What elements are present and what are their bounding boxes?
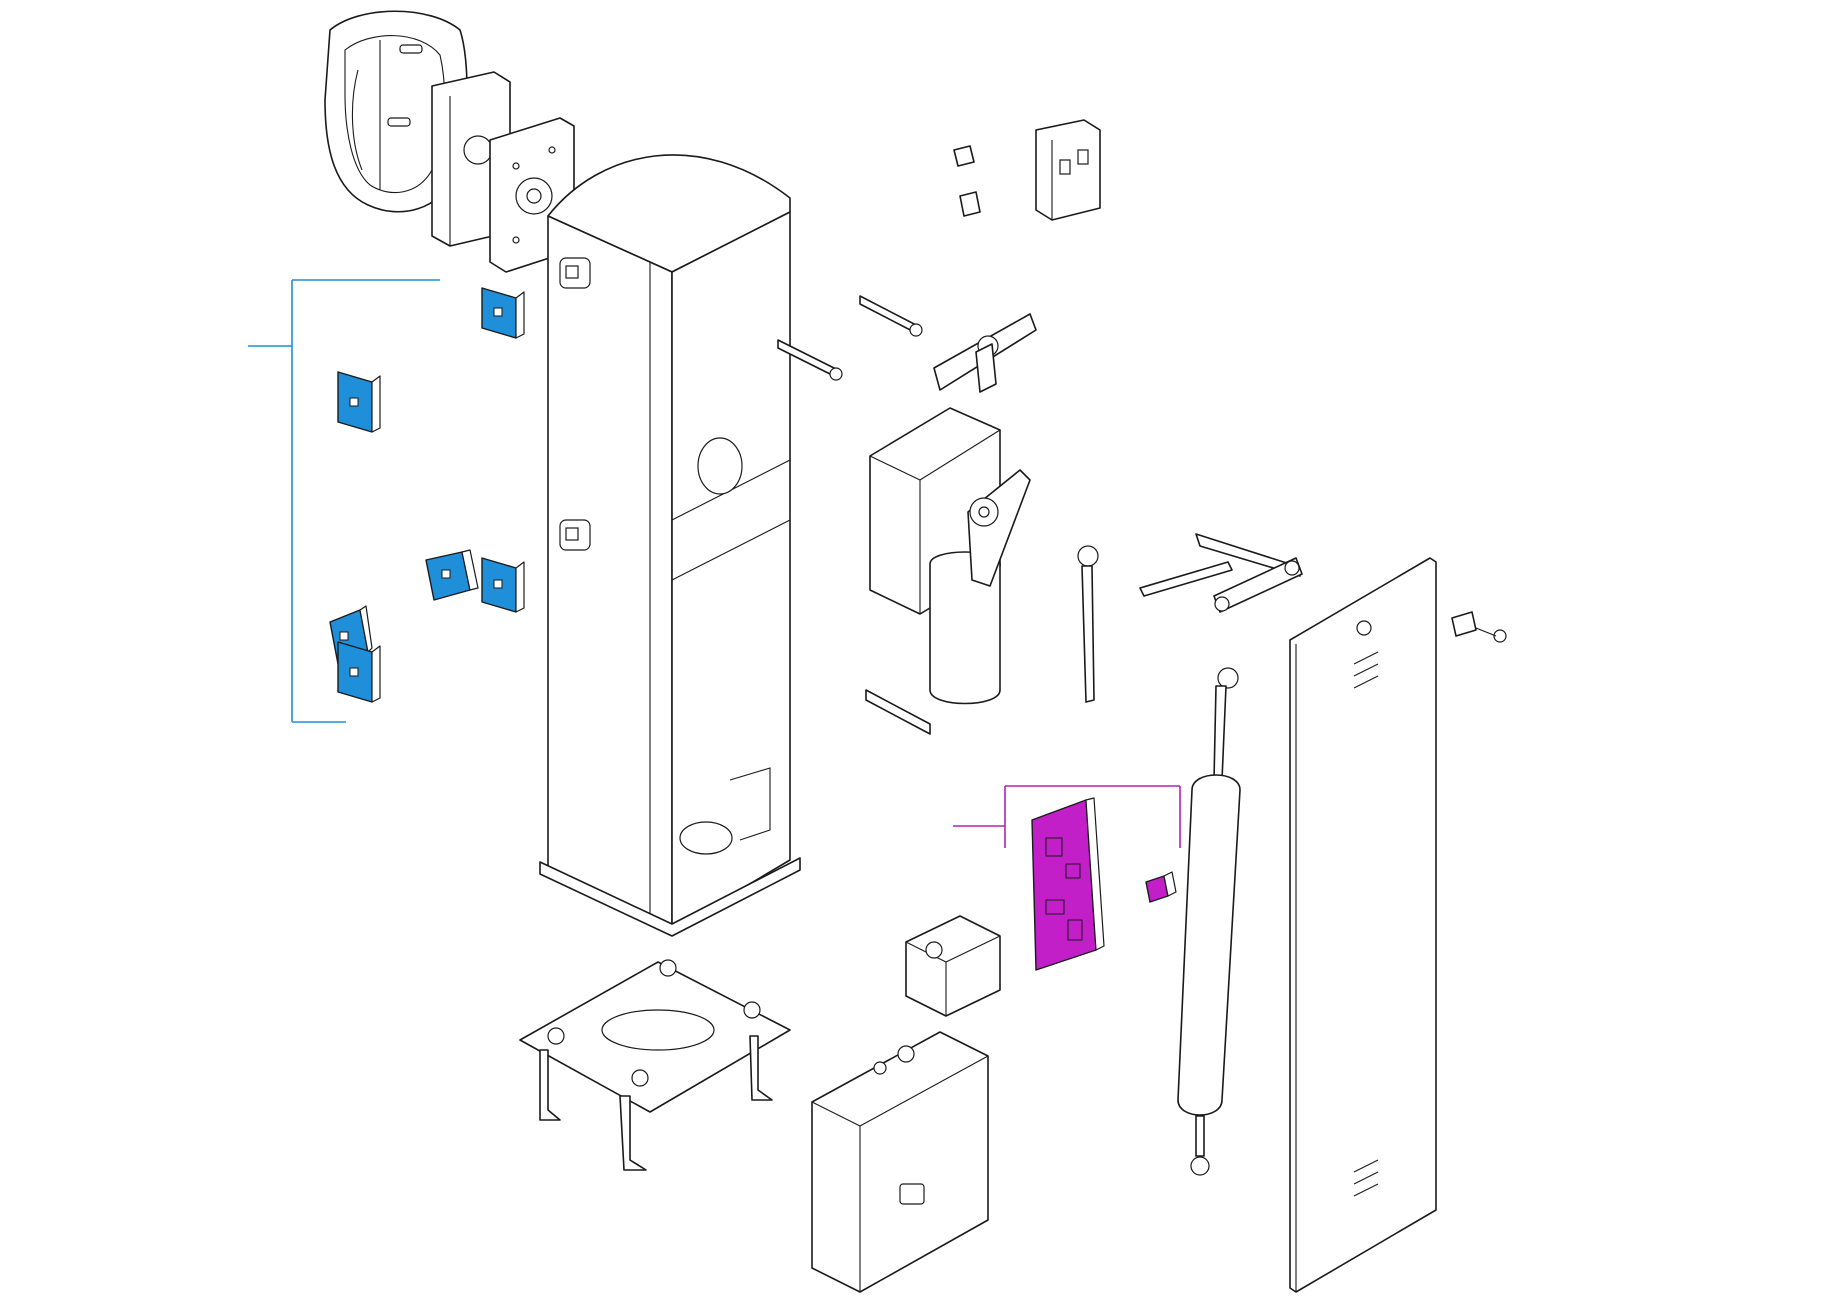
gearmotor[interactable] — [869, 407, 1031, 705]
blue-plate-4[interactable] — [481, 557, 525, 613]
magenta-group-bracket — [953, 785, 1181, 848]
spring-cylinder[interactable] — [1177, 667, 1241, 1176]
tie-rod[interactable] — [865, 545, 1099, 735]
limit-switch-bracket[interactable] — [953, 119, 1101, 221]
cabinet-column[interactable] — [539, 154, 801, 937]
blue-plate-1[interactable] — [481, 287, 525, 339]
blue-group-bracket — [248, 279, 440, 723]
terminal-connector[interactable] — [1145, 871, 1177, 903]
blue-plate-2[interactable] — [337, 371, 381, 433]
control-box[interactable] — [811, 1031, 989, 1293]
anchor-plate[interactable] — [519, 959, 791, 1171]
beam-holder[interactable] — [933, 313, 1037, 393]
side-door-panel[interactable] — [1289, 557, 1437, 1293]
mounting-bracket[interactable] — [431, 71, 575, 273]
control-board[interactable] — [1031, 797, 1105, 971]
blue-plate-3[interactable] — [425, 549, 479, 601]
shaft-pins[interactable] — [777, 295, 923, 381]
blue-plate-6[interactable] — [337, 641, 381, 703]
lock-and-key[interactable] — [1451, 611, 1507, 643]
spring-arm[interactable] — [1139, 533, 1303, 613]
transformer[interactable] — [905, 915, 1001, 1017]
